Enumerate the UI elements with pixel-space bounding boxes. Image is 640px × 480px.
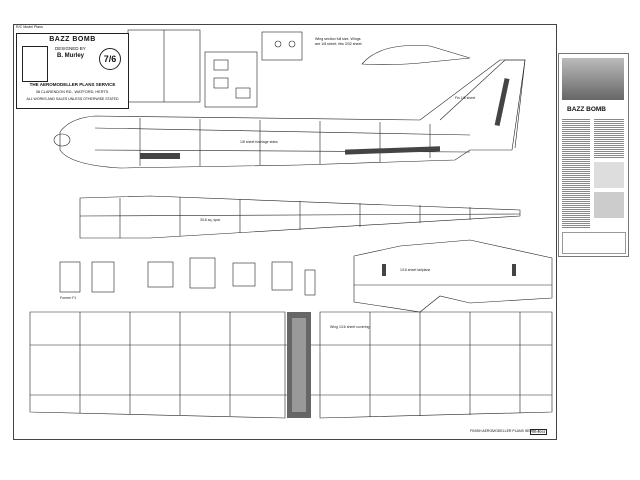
former-f4 <box>189 257 216 289</box>
label-wing: Wing 1/16 sheet covering <box>330 325 370 329</box>
bottom-note: FINISH AEROMODELLER PLANS SERVICE <box>470 429 541 433</box>
article-photo <box>594 192 624 218</box>
designer-name: B. Murley <box>57 53 85 59</box>
label-tailplane: 1/16 sheet tailplane <box>400 268 431 272</box>
former-f6 <box>271 261 293 291</box>
former-f3 <box>147 261 174 288</box>
label-spar: 3/16 sq. spar <box>200 218 221 222</box>
fuselage-side-view <box>59 59 526 169</box>
rights-note: ALL WORKS AND SALES UNLESS OTHERWISE STA… <box>26 97 119 101</box>
tailplane-outline <box>353 239 553 313</box>
price-badge: 7/6 <box>99 48 121 70</box>
former-f5 <box>232 262 256 287</box>
article-photo <box>562 58 624 100</box>
article-text-column <box>562 118 590 228</box>
service-address: 38 CLARENDON RD., WATFORD, HERTS. <box>35 90 110 94</box>
label-fin: Fin 1/8 sheet <box>455 96 476 100</box>
wing-section <box>361 45 471 65</box>
designed-by-label: DESIGNED BY <box>55 46 86 51</box>
fuselage-top-view <box>79 195 521 239</box>
aeromodeller-logo <box>22 46 48 82</box>
label-former: Former F1 <box>60 296 77 300</box>
label-fuselage-side: 1/8 sheet fuselage sides <box>240 140 278 144</box>
former-f2 <box>91 261 115 293</box>
article-title: BAZZ BOMB <box>567 106 606 113</box>
fin-outline <box>439 59 526 149</box>
article-photo <box>594 162 624 188</box>
plan-code: CL.1093 <box>530 429 548 435</box>
header-note: R/C Model Plans <box>16 25 43 29</box>
title-block: BAZZ BOMB DESIGNED BY B. Murley 7/6 THE … <box>16 33 129 109</box>
article-text-column <box>594 118 624 158</box>
linkage-diagram <box>204 51 258 108</box>
plans-service: THE AEROMODELLER PLANS SERVICE <box>29 82 116 87</box>
former-f1 <box>59 261 81 293</box>
plan-title: BAZZ BOMB <box>49 36 96 43</box>
wing-section-note: Wing section full size. Wings are 1/8 sh… <box>315 37 363 46</box>
magazine-article-thumbnail: BAZZ BOMB <box>558 53 629 257</box>
article-plan-drawing <box>562 232 626 254</box>
wing-plan <box>29 311 286 419</box>
